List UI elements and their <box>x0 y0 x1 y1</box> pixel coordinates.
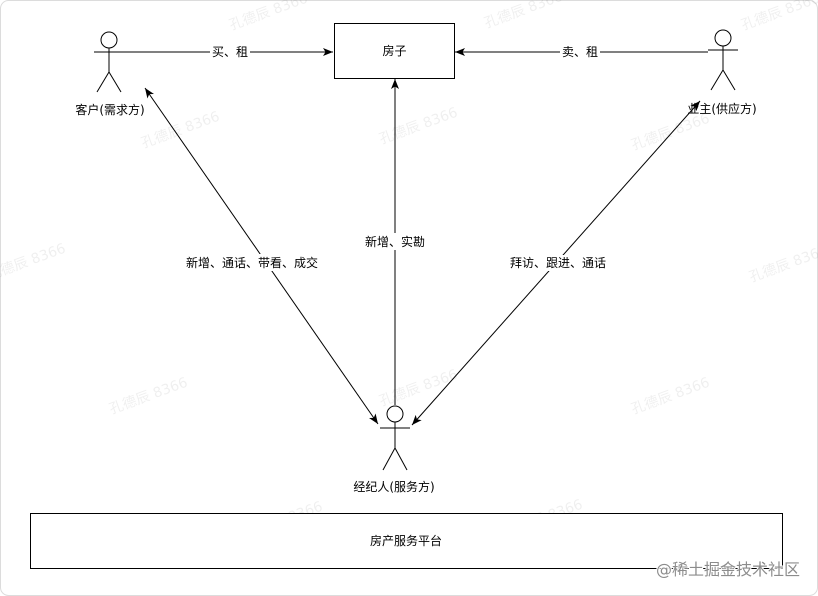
edge-label-client-ops: 新增、通话、带看、成交 <box>186 255 318 270</box>
actor-owner: 业主(供应方) <box>687 29 757 116</box>
site-watermark: @稀土掘金技术社区 <box>656 560 800 579</box>
actor-client: 客户(需求方) <box>75 31 145 117</box>
actor-left-leg <box>710 69 724 91</box>
edge-label-buy-rent: 买、租 <box>212 45 248 59</box>
platform-box <box>30 513 783 569</box>
edge-label-bg <box>362 233 428 250</box>
actor-right-leg <box>108 71 122 93</box>
edge-label-add-survey: 新增、实勘 <box>365 234 425 249</box>
platform-label: 房产服务平台 <box>370 533 442 548</box>
edge-label-bg <box>507 255 609 271</box>
actor-right-leg <box>722 69 736 91</box>
house-box <box>334 23 455 79</box>
actor-right-leg <box>394 447 408 471</box>
owner-label: 业主(供应方) <box>687 101 756 116</box>
agent-label: 经纪人(服务方) <box>353 479 434 494</box>
edge-labels: 买、租 卖、租 新增、实勘 新增、通话、带看、成交 拜访、跟进、通话 <box>183 44 609 271</box>
actor-left-leg <box>382 447 396 471</box>
client-label: 客户(需求方) <box>75 102 144 117</box>
edge-label-bg <box>559 44 601 60</box>
edge-label-bg <box>183 254 321 271</box>
node-platform: 房产服务平台 <box>30 513 783 569</box>
actor-left-leg <box>96 71 110 93</box>
house-label: 房子 <box>382 43 406 58</box>
edge-label-owner-ops: 拜访、跟进、通话 <box>510 256 606 270</box>
actor-agent: 经纪人(服务方) <box>353 405 435 494</box>
edge-label-bg <box>209 44 251 60</box>
edge-label-sell-rent: 卖、租 <box>562 45 598 59</box>
node-house: 房子 <box>334 23 455 79</box>
